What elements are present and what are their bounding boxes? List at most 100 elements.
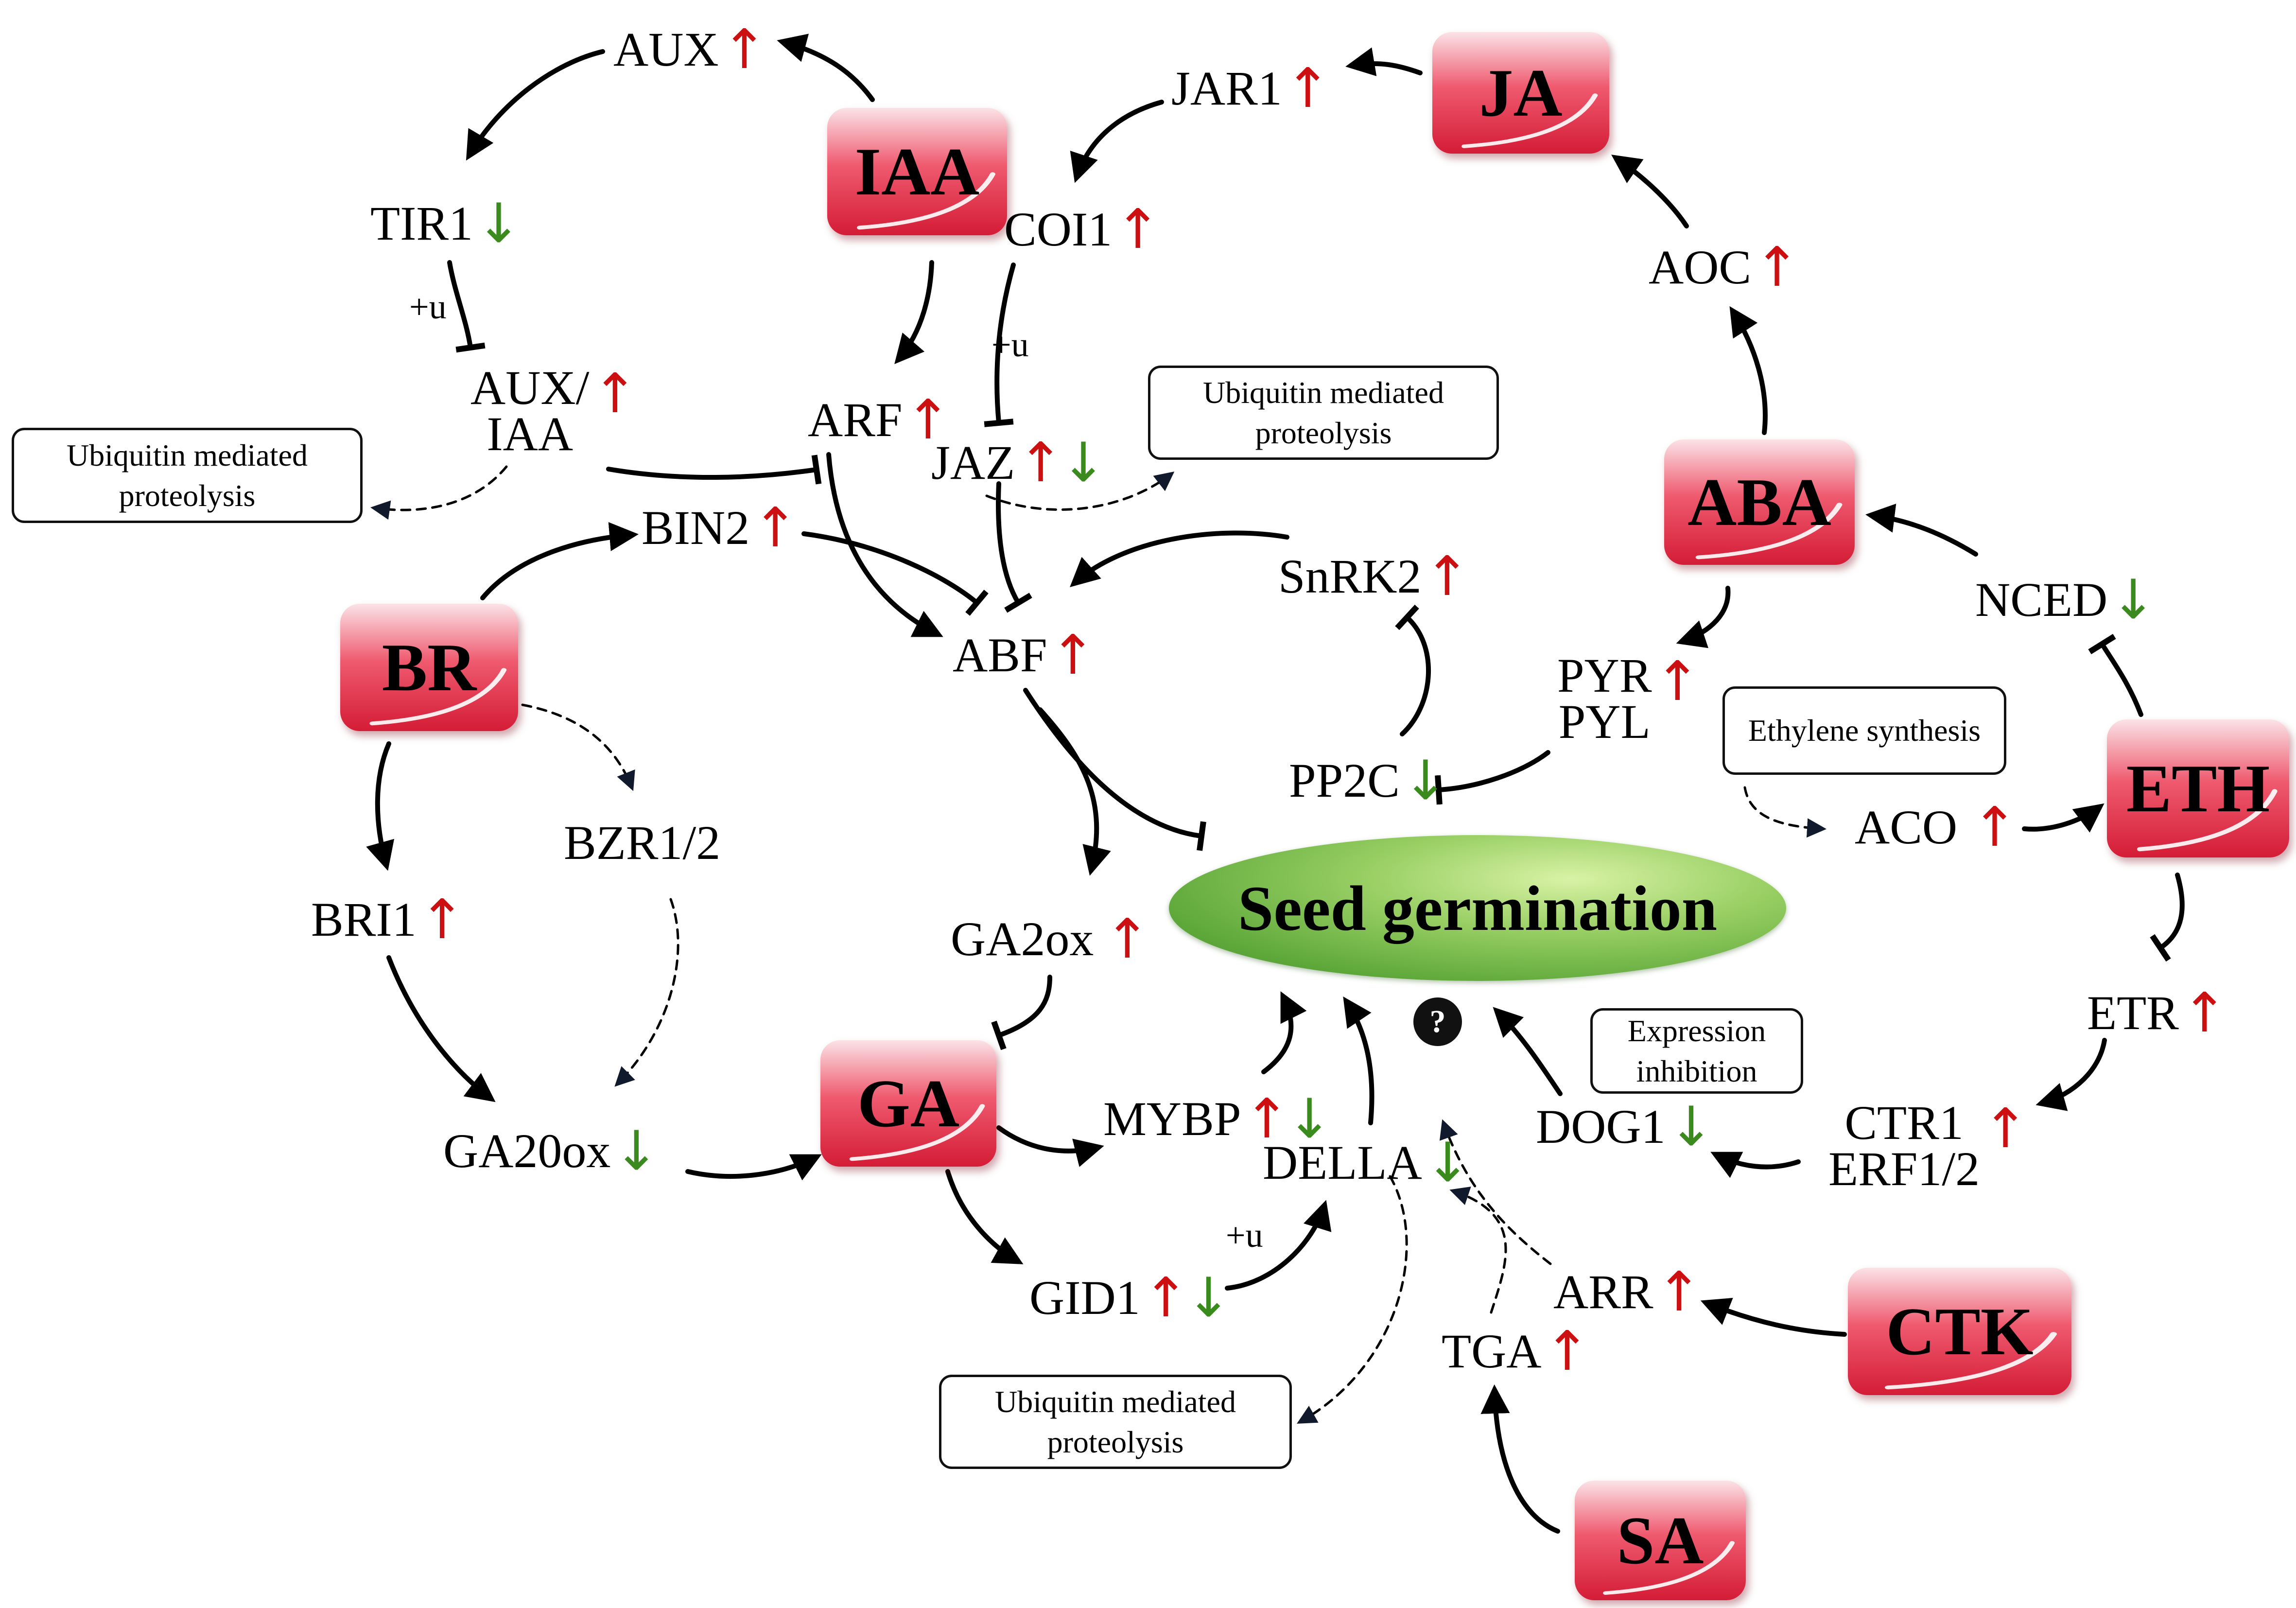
gene-erf-line: ERF1/2 xyxy=(1828,1142,1980,1196)
ubiquitination-mark: +u xyxy=(409,287,447,326)
hormone-sa: SA xyxy=(1575,1481,1746,1600)
edge-nced-aba xyxy=(1865,504,1978,557)
down-arrow-icon: ↓ xyxy=(1668,1095,1714,1158)
gene-bin2-label: BIN2 xyxy=(642,501,750,555)
edge-eth-etr xyxy=(2150,873,2185,962)
edge-aco-eth xyxy=(2022,803,2105,833)
edge-ctr1-dog1 xyxy=(1710,1152,1801,1178)
up-arrow-icon: ↑ xyxy=(2181,981,2227,1045)
gene-pp2c: PP2C↓ xyxy=(1289,753,1448,808)
up-arrow-icon: ↑ xyxy=(1143,1266,1189,1329)
gene-della-label: DELLA xyxy=(1263,1136,1422,1189)
gene-tir1: TIR1↓ xyxy=(370,196,522,251)
gene-ctr1-line: CTR1 xyxy=(1844,1096,1964,1150)
down-arrow-icon: ↓ xyxy=(613,1119,660,1183)
up-arrow-icon: ↑ xyxy=(1656,1260,1702,1324)
edge-abf-seed xyxy=(1023,688,1206,851)
edge-arr-q xyxy=(1439,1119,1552,1265)
gene-dog1-label: DOG1 xyxy=(1536,1100,1666,1154)
gene-aoc: AOC↑ xyxy=(1649,240,1800,295)
gene-aux-iaa: AUX/IAA↑ xyxy=(470,362,638,458)
up-arrow-icon: ↑ xyxy=(721,18,767,81)
up-arrow-icon: ↑ xyxy=(1115,198,1161,261)
gene-coi1-label: COI1 xyxy=(1004,202,1113,256)
edge-coi1-jaz xyxy=(984,262,1016,427)
gene-gid1-label: GID1 xyxy=(1029,1271,1140,1325)
hormone-eth: ETH xyxy=(2107,719,2289,857)
hormone-ja-label: JA xyxy=(1479,55,1563,131)
edge-abf-ga2ox xyxy=(1038,707,1111,876)
up-arrow-icon: ↑ xyxy=(1654,650,1701,713)
up-arrow-icon: ↑ xyxy=(752,496,799,559)
edge-bri1-ga20ox xyxy=(386,955,496,1102)
edge-auxiaa-ubiq xyxy=(370,465,508,520)
note-expression-inhibition-line2: inhibition xyxy=(1636,1054,1757,1088)
edge-etr-ctr1 xyxy=(2035,1038,2107,1111)
down-arrow-icon: ↓ xyxy=(476,192,522,255)
gene-ga20ox: GA20ox↓ xyxy=(443,1124,659,1178)
hormone-ga: GA xyxy=(820,1040,996,1167)
gene-arf-label: ARF xyxy=(808,393,903,447)
gene-aux: AUX↑ xyxy=(613,22,767,77)
hormone-eth-label: ETH xyxy=(2126,751,2270,826)
note-ethylene-synthesis-text: Ethylene synthesis xyxy=(1748,713,1981,748)
up-arrow-icon: ↑ xyxy=(1104,908,1150,971)
note-ethylene-synthesis: Ethylene synthesis xyxy=(1722,686,2006,775)
down-arrow-icon: ↓ xyxy=(1061,431,1106,494)
up-arrow-icon: ↑ xyxy=(1050,624,1096,687)
note-ubiquitin-left-line2: proteolysis xyxy=(119,478,256,513)
down-arrow-icon: ↓ xyxy=(1287,1087,1333,1151)
hormone-aba: ABA xyxy=(1664,439,1855,565)
gene-dog1: DOG1↓ xyxy=(1536,1100,1714,1154)
edge-aba-pyr xyxy=(1676,586,1731,648)
gene-pyl-line: PYL xyxy=(1558,695,1651,749)
gene-etr: ETR↑ xyxy=(2087,986,2227,1040)
gene-bri1: BRI1↑ xyxy=(311,892,465,947)
gene-snrk2: SnRK2↑ xyxy=(1278,549,1470,604)
hormone-ja: JA xyxy=(1432,32,1609,154)
gene-coi1: COI1↑ xyxy=(1004,202,1161,257)
up-arrow-icon: ↑ xyxy=(419,888,465,951)
edge-sa-tga xyxy=(1480,1384,1560,1534)
gene-snrk2-label: SnRK2 xyxy=(1278,549,1422,603)
edge-aux-tir1 xyxy=(466,49,605,161)
gene-abf-label: ABF xyxy=(953,628,1047,682)
edge-bzr-ga20ox xyxy=(614,898,679,1087)
gene-mybp-label: MYBP xyxy=(1103,1092,1241,1146)
gene-aco-label: ACO xyxy=(1855,800,1958,854)
edge-ga20ox-ga xyxy=(685,1154,822,1181)
up-arrow-icon: ↑ xyxy=(592,362,638,425)
gene-gid1: GID1↑↓ xyxy=(1029,1271,1231,1325)
gene-abf: ABF↑ xyxy=(953,628,1096,682)
note-expression-inhibition-line1: Expression xyxy=(1627,1013,1766,1048)
ubiquitination-mark: +u xyxy=(1226,1216,1263,1255)
seed-germination-label: Seed germination xyxy=(1237,872,1718,944)
edge-aba-aoc xyxy=(1729,306,1768,435)
question-mark-icon: ? xyxy=(1413,997,1462,1046)
edge-arf-abf xyxy=(826,452,943,637)
hormone-iaa: IAA xyxy=(827,108,1007,235)
down-arrow-icon: ↓ xyxy=(1425,1131,1471,1194)
edge-snrk2-abf xyxy=(1070,530,1289,588)
up-arrow-icon: ↑ xyxy=(1983,1097,2029,1160)
hormone-ctk: CTK xyxy=(1848,1268,2071,1395)
up-arrow-icon: ↑ xyxy=(905,388,951,452)
edge-ga2ox-ga xyxy=(991,975,1052,1050)
edge-ja-jar1 xyxy=(1345,47,1423,76)
edge-br-bzr xyxy=(521,703,635,791)
gene-nced-label: NCED xyxy=(1975,573,2108,627)
edge-pyl-pp2c xyxy=(1435,750,1550,805)
gene-mybp: MYBP↑↓ xyxy=(1103,1092,1332,1146)
gene-aux-label: AUX xyxy=(613,22,719,76)
edge-ga-gid1 xyxy=(945,1169,1024,1264)
gene-aco: ACO↑ xyxy=(1855,800,2018,855)
gene-ga2ox: GA2ox↑ xyxy=(951,912,1150,966)
gene-tga-label: TGA xyxy=(1442,1324,1542,1378)
gene-tga: TGA↑ xyxy=(1442,1324,1590,1379)
gene-jar1-label: JAR1 xyxy=(1171,61,1282,115)
note-ubiquitin-top-line2: proteolysis xyxy=(1255,416,1392,450)
gene-pyr-line: PYR xyxy=(1557,648,1652,702)
